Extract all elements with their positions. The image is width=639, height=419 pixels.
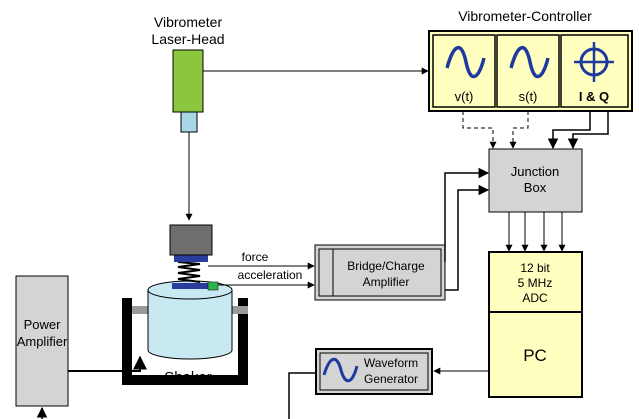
- bridge-to-junction-line-1: [444, 167, 490, 262]
- ctrl-v-panel: [432, 34, 496, 108]
- waveform-generator-inner: [319, 352, 429, 391]
- v-to-junction-line: [462, 111, 497, 149]
- iq-crosshair-icon: [574, 42, 614, 82]
- shaker-mount-right: [230, 306, 248, 314]
- adc-box: [488, 251, 583, 313]
- adc-label-2: 5 MHz: [518, 276, 553, 290]
- bridge-charge-amplifier: [314, 244, 446, 301]
- bridge-to-junction-line-2: [445, 184, 490, 291]
- waveform-label-2: Generator: [364, 372, 418, 386]
- waveform-label-1: Waveform: [364, 356, 418, 370]
- power-amplifier-label-1: Power: [24, 317, 62, 332]
- q-to-junction-line: [567, 111, 609, 150]
- ctrl-iq-label: I & Q: [579, 89, 609, 104]
- bridge-charge-amplifier-inner: [318, 248, 442, 297]
- shaker-body: [147, 289, 233, 360]
- pc-box: [488, 311, 583, 398]
- pc-label: PC: [523, 346, 547, 365]
- vibrometer-head-label-2: Laser-Head: [151, 31, 224, 47]
- ctrl-s-label: s(t): [519, 89, 538, 104]
- sine-wave-icon: [445, 46, 486, 79]
- force-label: force: [242, 250, 269, 264]
- shaker-label: Shaker: [164, 369, 212, 386]
- shaker-mount-left: [132, 306, 148, 314]
- power-amplifier-label-2: Amplifier: [17, 334, 68, 349]
- adc-label-1: 12 bit: [520, 261, 550, 275]
- controller-title: Vibrometer-Controller: [458, 8, 592, 24]
- sine-wave-icon: [509, 46, 550, 79]
- s-to-junction-line: [509, 111, 529, 149]
- vibrometer-head-label-1: Vibrometer: [154, 14, 223, 30]
- accelerometer: [207, 281, 219, 291]
- ctrl-v-label: v(t): [455, 89, 474, 104]
- acceleration-label: acceleration: [238, 268, 303, 282]
- bridge-label-2: Amplifier: [363, 275, 410, 289]
- waveform-to-power-line: [288, 372, 316, 419]
- laser-lens: [180, 111, 198, 133]
- junction-box-label-2: Box: [524, 180, 547, 195]
- laser-head: [172, 49, 204, 113]
- power-to-shaker-line: [68, 355, 147, 372]
- junction-box: [488, 148, 583, 213]
- junction-box-label-1: Junction: [511, 164, 559, 179]
- i-to-junction-line: [547, 111, 591, 150]
- shaker-frame: [122, 298, 248, 385]
- bridge-label-1: Bridge/Charge: [347, 259, 425, 273]
- spring-coil: [177, 261, 201, 283]
- sine-wave-icon: [322, 357, 359, 383]
- sensor-base: [172, 283, 208, 289]
- power-amplifier: [15, 275, 69, 407]
- sensor-top-plate: [174, 255, 208, 262]
- adc-label-3: ADC: [522, 291, 548, 305]
- ctrl-s-panel: [496, 34, 560, 108]
- test-mass: [169, 224, 213, 256]
- waveform-generator: [315, 348, 433, 395]
